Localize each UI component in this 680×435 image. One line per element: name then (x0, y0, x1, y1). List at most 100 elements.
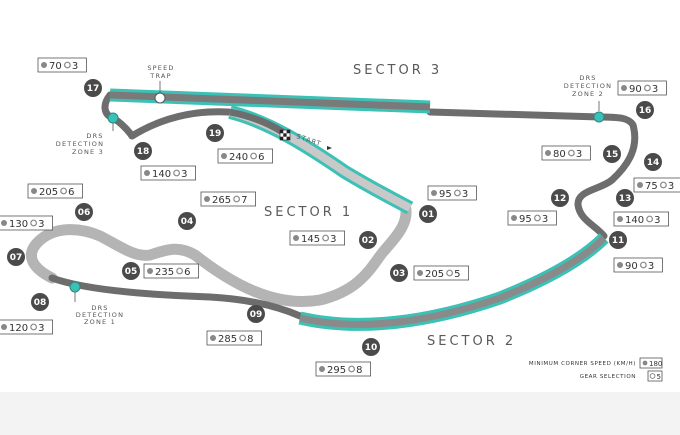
corner-15-dot (603, 145, 621, 163)
corner-08-number: 08 (34, 298, 47, 308)
corner-17-info-box (37, 57, 87, 73)
speedometer-icon (511, 215, 517, 221)
speed-trap-icon (154, 92, 166, 104)
corner-13-info-box (613, 211, 669, 227)
corner-18-dot (134, 142, 152, 160)
corner-15-info-box (541, 145, 591, 161)
drs-detection-2: DRS DETECTION ZONE 2 (564, 74, 611, 123)
corner-14-info-box (633, 177, 680, 193)
legend-min-speed-value: 180 (649, 360, 662, 368)
corner-04-dot (178, 212, 196, 230)
drs-detection-1: DRS DETECTION ZONE 1 (69, 281, 124, 326)
gear-icon (646, 215, 653, 223)
speedometer-icon (144, 170, 150, 176)
corner-14-number: 14 (647, 158, 660, 168)
gear-icon (30, 219, 37, 227)
gear-icon (239, 334, 247, 342)
corner-08-info-box (0, 319, 53, 335)
speedometer-icon (221, 153, 227, 159)
corner-06-info-box (27, 183, 83, 199)
corner-12-number: 12 (554, 194, 567, 204)
corner-14-speed: 75 (645, 181, 658, 192)
speedometer-icon (637, 182, 643, 188)
corner-03-speed: 205 (425, 269, 444, 280)
corner-01-speed: 95 (439, 189, 452, 200)
corner-01-gear: 3 (462, 189, 468, 200)
corner-14-dot (644, 153, 662, 171)
corner-09-number: 09 (250, 310, 263, 320)
corner-03-gear: 5 (454, 269, 460, 280)
corner-02-gear: 3 (330, 234, 336, 245)
sector-1-label: SECTOR 1 (264, 205, 353, 220)
corner-06-gear: 6 (68, 187, 74, 198)
corner-02-number: 02 (362, 236, 375, 246)
speedometer-icon (617, 262, 623, 268)
sector-3-label: SECTOR 3 (353, 63, 442, 78)
corner-13-number: 13 (619, 194, 632, 204)
drs-zones (109, 88, 609, 331)
corner-19-dot (206, 124, 224, 142)
corner-05-number: 05 (125, 267, 138, 277)
corner-12-gear: 3 (542, 214, 548, 225)
drs-det-1-line-3: ZONE 1 (84, 318, 116, 326)
corner-15-gear: 3 (576, 149, 582, 160)
footer-band (0, 392, 680, 435)
gear-icon (568, 149, 575, 157)
corner-17-number: 17 (87, 84, 100, 94)
speedometer-icon (545, 150, 551, 156)
gear-icon (640, 261, 647, 269)
corner-17-dot (84, 79, 102, 97)
drs-detection-3: DRS DETECTION ZONE 3 (56, 112, 119, 156)
speedometer-icon (147, 268, 153, 274)
drs-det-1-line-2: DETECTION (76, 311, 124, 319)
corner-03-dot (390, 264, 408, 282)
corner-10-gear: 8 (356, 365, 362, 376)
corner-13-dot (616, 189, 634, 207)
legend-speed-box (639, 357, 663, 369)
corner-05-gear: 6 (184, 267, 190, 278)
gear-icon (250, 152, 258, 160)
corner-04-number: 04 (181, 217, 194, 227)
corner-01-info-box (427, 185, 477, 201)
corner-09-dot (247, 305, 265, 323)
gear-icon (176, 267, 184, 275)
drs-det-2-line-3: ZONE 2 (572, 90, 604, 98)
gear-icon (322, 234, 330, 242)
corner-05-info-box (143, 263, 199, 279)
corner-12: 95 3 12 (507, 189, 569, 226)
corner-01-number: 01 (422, 210, 435, 220)
speedometer-icon (617, 216, 623, 222)
gear-icon (63, 61, 71, 69)
gear-icon (233, 195, 241, 203)
corner-02: 145 3 02 (289, 230, 377, 249)
speedometer-icon (204, 196, 210, 202)
drs-detection-1-icon (69, 281, 81, 293)
speedometer-icon (431, 190, 437, 196)
corner-16-dot (636, 101, 654, 119)
corner-02-speed: 145 (301, 234, 320, 245)
corner-18-info-box (140, 165, 196, 181)
gear-icon (173, 169, 181, 177)
corner-07-gear: 3 (38, 219, 44, 230)
corner-12-info-box (507, 210, 557, 226)
corner-12-speed: 95 (519, 214, 532, 225)
drs-detection-3-icon (107, 112, 119, 124)
corner-08-speed: 120 (9, 323, 28, 334)
speedometer-icon (210, 335, 216, 341)
corner-07-number: 07 (10, 253, 23, 263)
